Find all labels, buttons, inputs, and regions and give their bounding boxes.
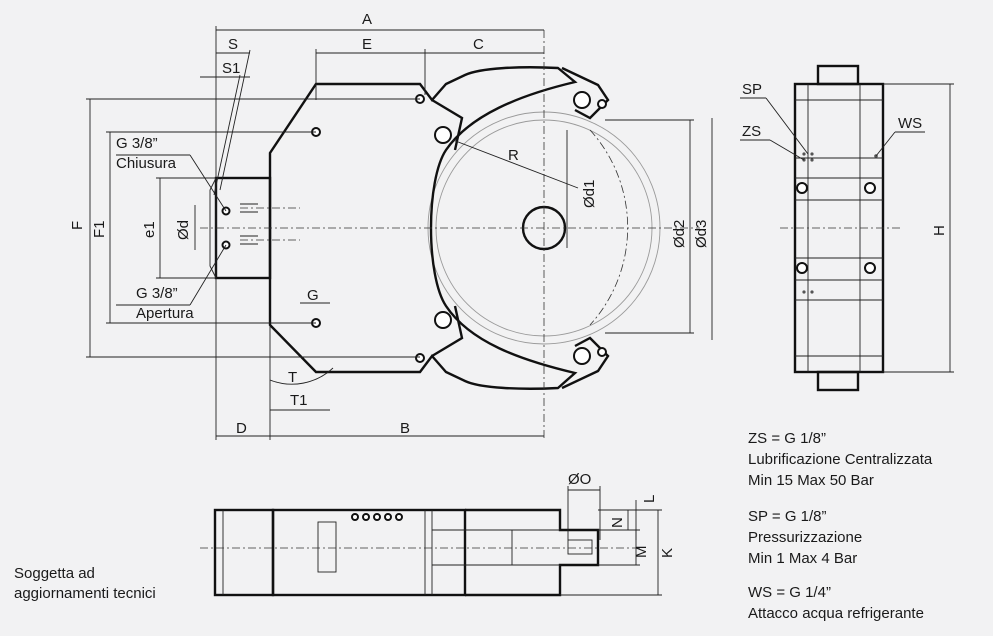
dim-od1: Ød1 xyxy=(581,180,598,208)
dim-c: C xyxy=(473,36,484,53)
dim-oo: ØO xyxy=(568,471,591,488)
bottom-view-body xyxy=(271,508,467,597)
dim-a: A xyxy=(362,11,372,28)
front-dimensions xyxy=(86,26,713,440)
sp-spec: SP = G 1/8” xyxy=(748,508,827,525)
sp-desc: Pressurizzazione xyxy=(748,529,862,546)
side-view xyxy=(740,64,954,392)
dim-od: Ød xyxy=(175,220,192,240)
dim-f1: F1 xyxy=(91,220,108,238)
disclaimer-line-1: Soggetta ad xyxy=(14,565,95,582)
dim-t1: T1 xyxy=(290,392,308,409)
dim-n: N xyxy=(609,517,626,528)
closing-thread-label: G 3/8” xyxy=(116,135,158,152)
sp-range: Min 1 Max 4 Bar xyxy=(748,550,857,567)
bottom-view xyxy=(200,486,662,597)
dim-b: B xyxy=(400,420,410,437)
dim-r: R xyxy=(508,147,519,164)
dim-l: L xyxy=(641,495,658,503)
label-zs: ZS xyxy=(742,123,761,140)
dim-m: M xyxy=(633,546,650,559)
spec-notes: ZS = G 1/8” Lubrificazione Centralizzata… xyxy=(748,430,933,622)
dim-od3: Ød3 xyxy=(693,220,710,248)
closing-label: Chiusura xyxy=(116,155,177,172)
disclaimer: Soggetta ad aggiornamenti tecnici xyxy=(14,565,156,602)
lower-jaw-roller xyxy=(561,336,610,390)
label-ws: WS xyxy=(898,115,922,132)
dim-e: E xyxy=(362,36,372,53)
zs-spec: ZS = G 1/8” xyxy=(748,430,826,447)
ws-desc: Attacco acqua refrigerante xyxy=(748,605,924,622)
ws-spec: WS = G 1/4” xyxy=(748,584,831,601)
dim-s1: S1 xyxy=(222,60,240,77)
zs-range: Min 15 Max 50 Bar xyxy=(748,472,874,489)
zs-desc: Lubrificazione Centralizzata xyxy=(748,451,933,468)
disclaimer-line-2: aggiornamenti tecnici xyxy=(14,585,156,602)
front-view xyxy=(200,30,700,440)
label-sp: SP xyxy=(742,81,762,98)
dim-g: G xyxy=(307,287,319,304)
opening-label: Apertura xyxy=(136,305,194,322)
opening-thread-label: G 3/8” xyxy=(136,285,178,302)
dim-f: F xyxy=(69,221,86,230)
dim-k: K xyxy=(659,548,676,558)
upper-jaw-roller xyxy=(561,66,610,120)
dim-h: H xyxy=(931,225,948,236)
dim-s: S xyxy=(228,36,238,53)
dim-t: T xyxy=(288,369,297,386)
dowel-hole xyxy=(434,126,452,144)
dim-od2: Ød2 xyxy=(671,220,688,248)
dim-e1: e1 xyxy=(141,221,158,238)
gripper-body xyxy=(268,66,578,390)
dim-d: D xyxy=(236,420,247,437)
